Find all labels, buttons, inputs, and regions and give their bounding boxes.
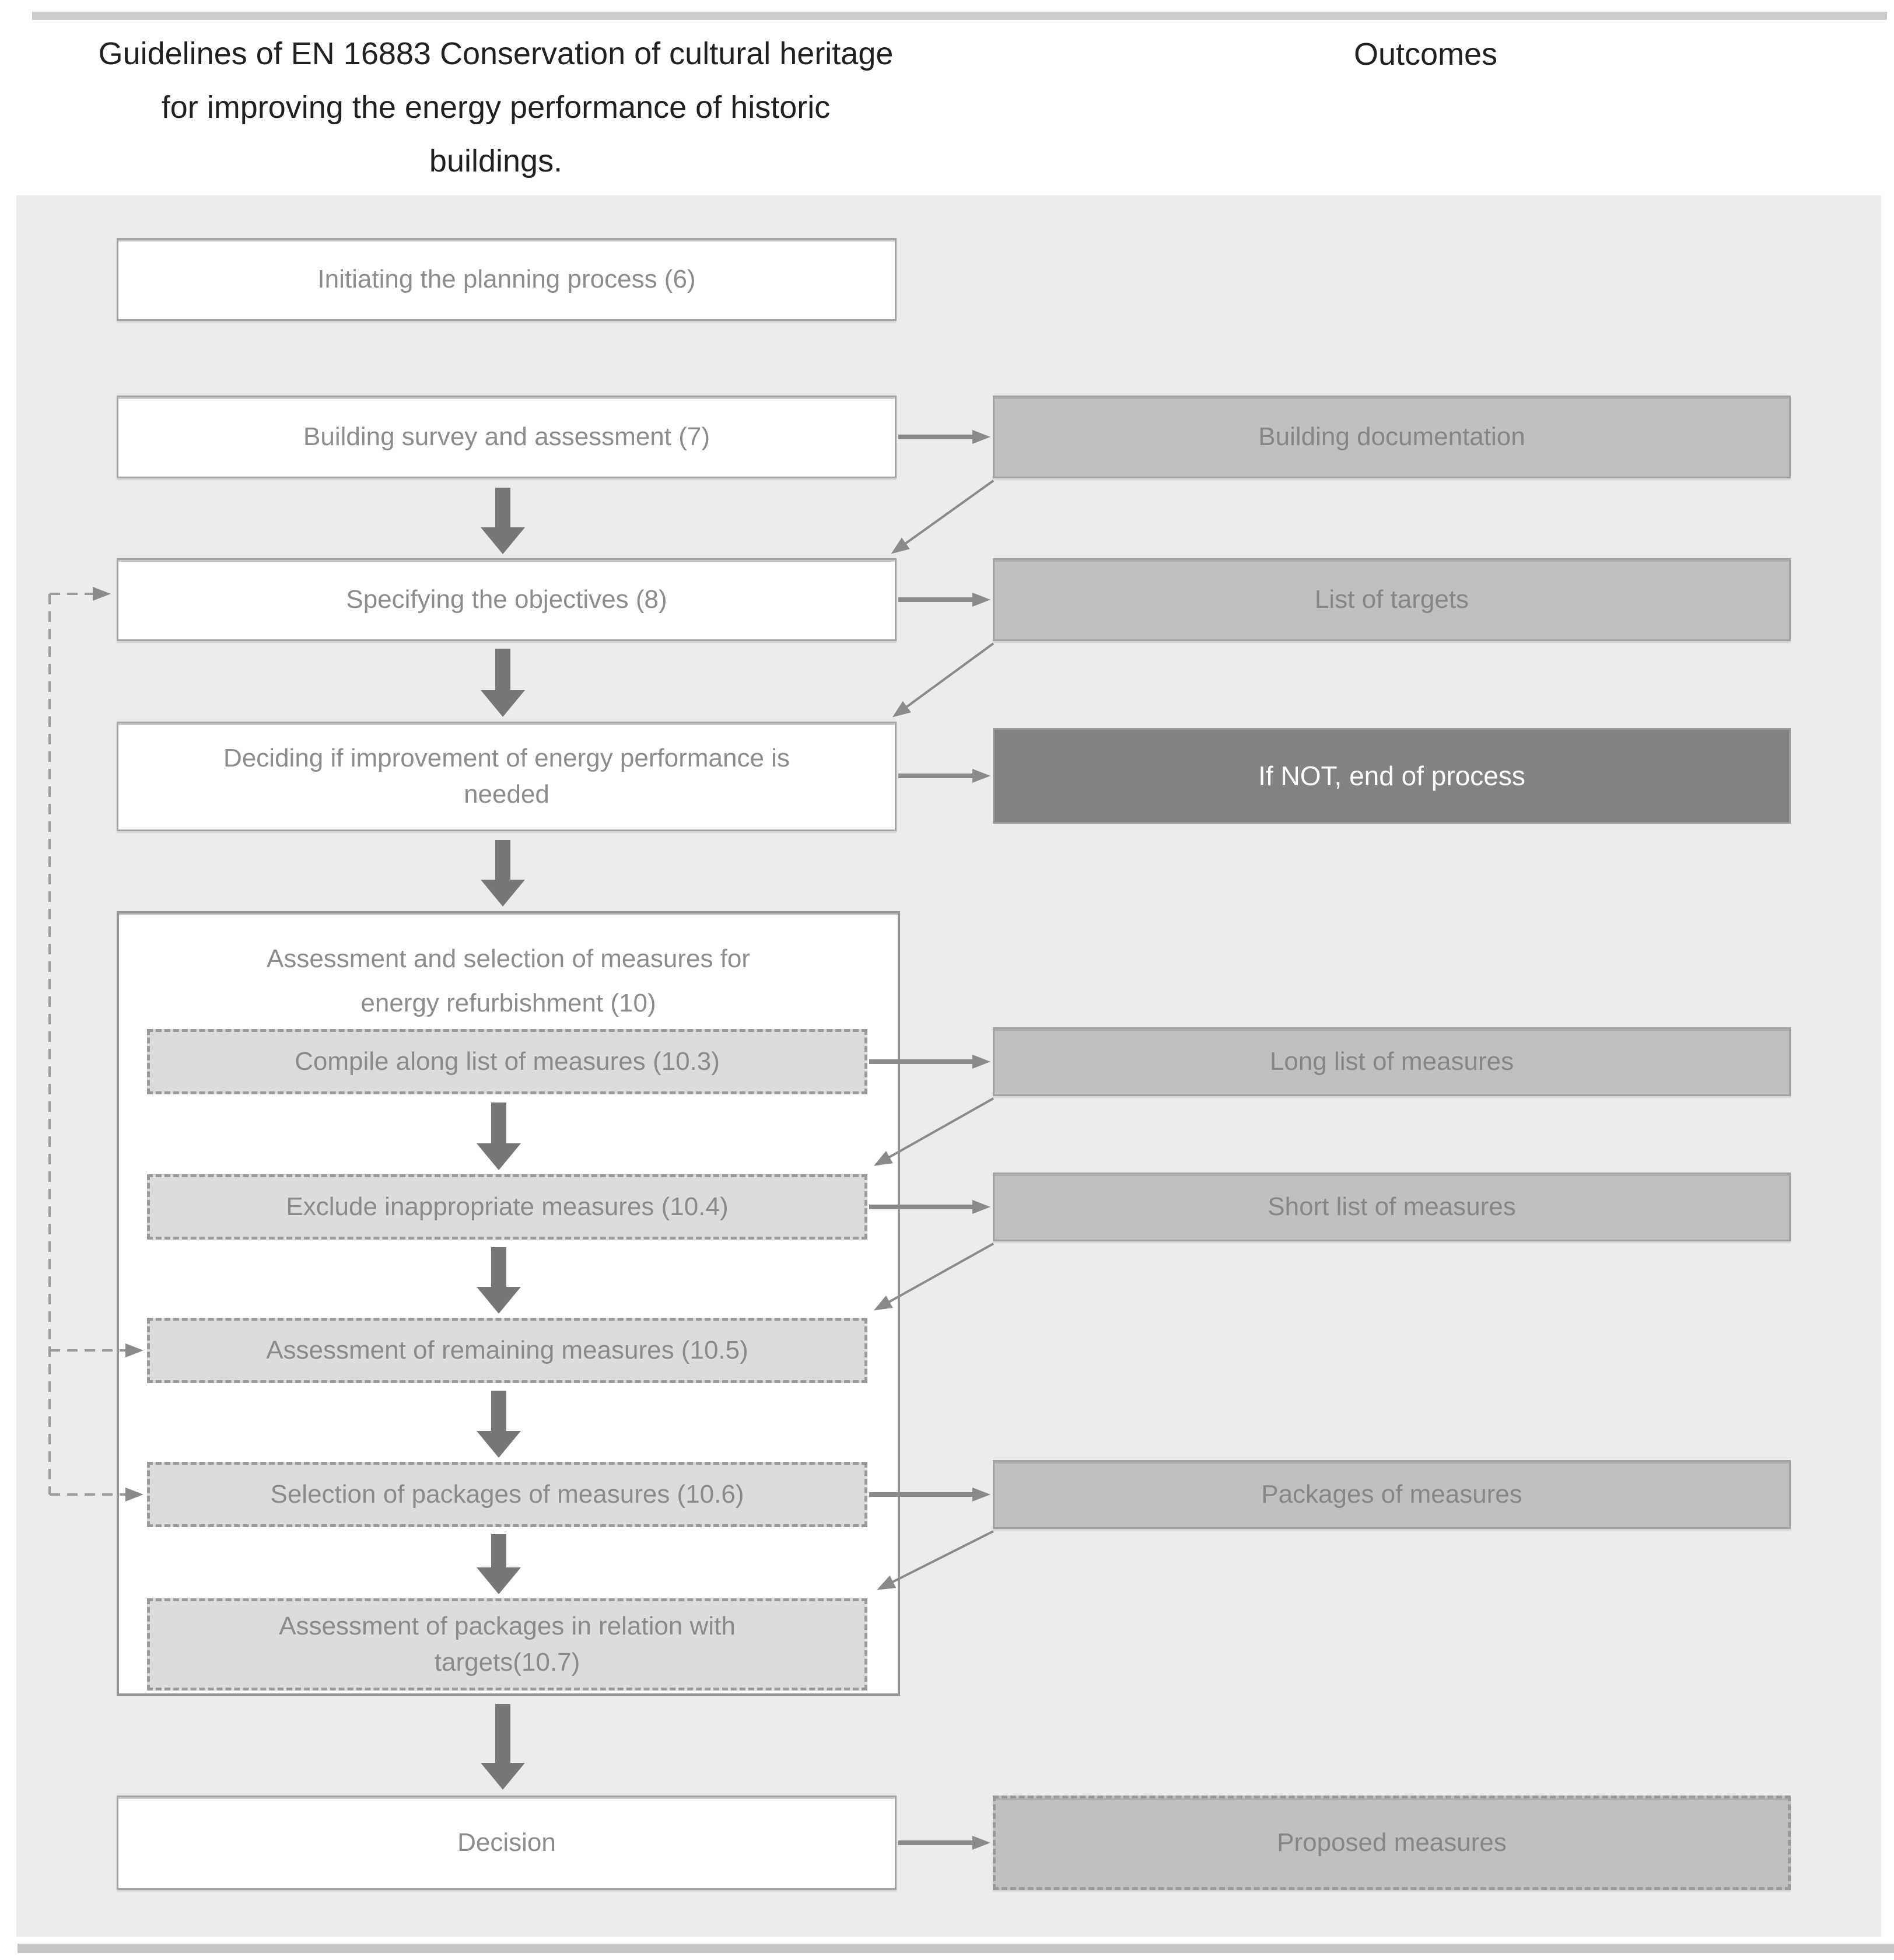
outcome-building-documentation: Building documentation [993,396,1791,478]
step-deciding-improvement: Deciding if improvement of energy perfor… [117,722,897,831]
substep-exclude-inappropriate: Exclude inappropriate measures (10.4) [147,1174,867,1240]
step-decision: Decision [117,1796,897,1890]
step-building-survey: Building survey and assessment (7) [117,396,897,478]
outcome-proposed-measures: Proposed measures [993,1796,1791,1890]
outcome-long-list-of-measures: Long list of measures [993,1027,1791,1096]
outcome-if-not-end-of-process: If NOT, end of process [993,728,1791,824]
bottom-divider-bar [17,1944,1894,1953]
step-specifying-objectives: Specifying the objectives (8) [117,558,897,641]
container-assessment-selection-title: Assessment and selection of measures for… [266,944,751,1017]
top-divider-bar [32,12,1887,20]
figure-title: Guidelines of EN 16883 Conservation of c… [98,36,894,178]
outcomes-column-heading: Outcomes [1353,37,1498,72]
substep-assess-remaining: Assessment of remaining measures (10.5) [147,1318,867,1383]
outcome-packages-of-measures: Packages of measures [993,1460,1791,1529]
step-initiating-planning: Initiating the planning process (6) [117,238,897,321]
outcome-short-list-of-measures: Short list of measures [993,1172,1791,1241]
substep-select-packages: Selection of packages of measures (10.6) [147,1462,867,1527]
outcome-list-of-targets: List of targets [993,558,1791,641]
substep-compile-long-list: Compile along list of measures (10.3) [147,1029,867,1094]
